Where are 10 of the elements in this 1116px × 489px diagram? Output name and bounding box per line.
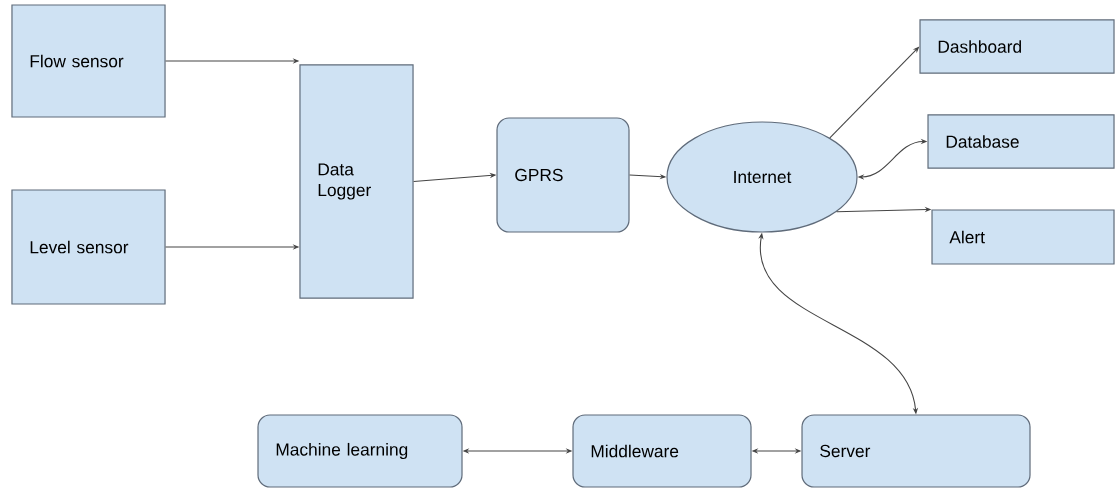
logger-box: Data Logger	[299, 64, 414, 299]
output-box: Dashboard	[919, 19, 1115, 74]
output-box: Alert	[931, 209, 1115, 265]
sensor-box: Flow sensor	[11, 4, 166, 118]
process-box: Machine learning	[257, 414, 463, 488]
process-box: Server	[801, 414, 1031, 488]
process-box: Middleware	[572, 414, 752, 488]
modem-box: GPRS	[496, 117, 630, 233]
sensor-box: Level sensor	[11, 189, 166, 305]
output-box: Database	[927, 114, 1115, 169]
